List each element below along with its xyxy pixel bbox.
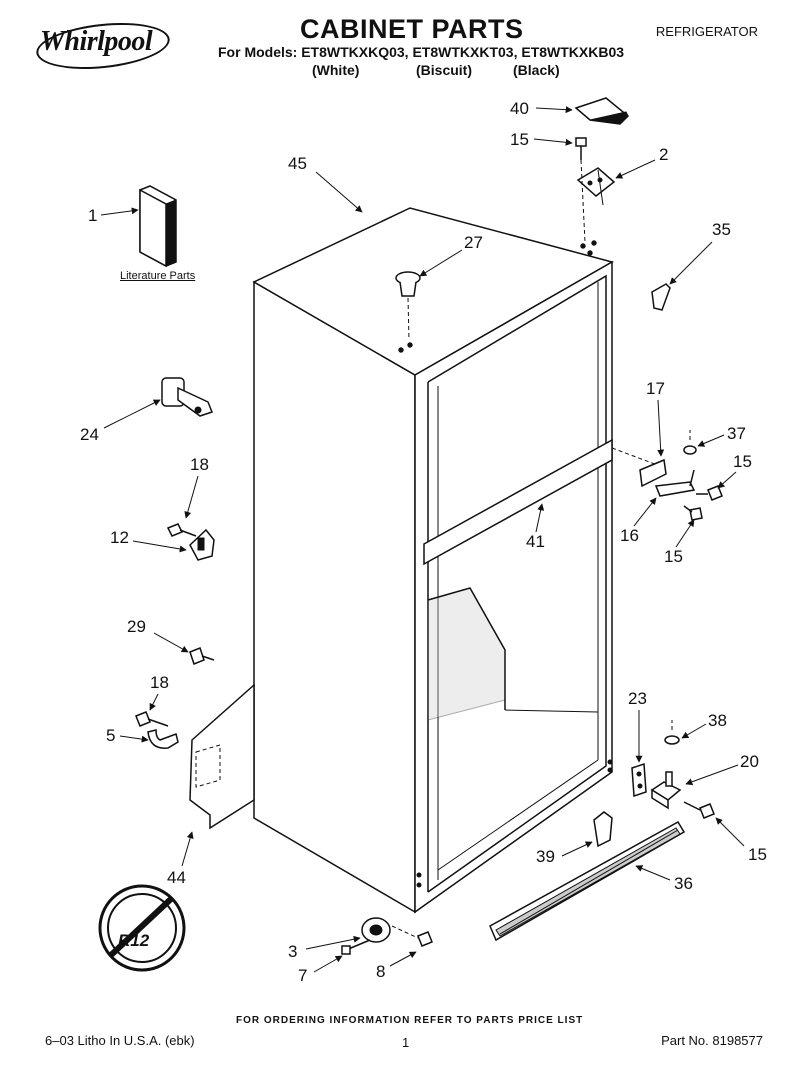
callout-37: 37: [727, 424, 746, 443]
bracket-23: [631, 762, 647, 798]
callout-23: 23: [628, 689, 647, 708]
callout-41: 41: [526, 532, 545, 551]
callout-27: 27: [464, 233, 483, 252]
top-hinge-2: [576, 167, 616, 206]
callout-16: 16: [620, 526, 639, 545]
models-line: For Models: ET8WTKXKQ03, ET8WTKXKT03, ET…: [218, 44, 625, 60]
bottom-hinge-20: [650, 771, 682, 810]
screw-15-middle: [683, 485, 723, 521]
page-title: CABINET PARTS: [300, 14, 524, 44]
brand-logo: Whirlpool: [40, 26, 153, 57]
leader-lines: [100, 106, 745, 973]
callout-36: 36: [674, 874, 693, 893]
washer-38: [664, 735, 680, 745]
cabinet-shell: [189, 207, 614, 914]
side-panel-44: [189, 683, 255, 830]
toe-grille-36: [489, 820, 686, 942]
pin-7: [341, 939, 371, 955]
callout-20: 20: [740, 752, 759, 771]
color-label-white: (White): [312, 62, 360, 78]
callout-29: 29: [127, 617, 146, 636]
bracket-12: [166, 523, 215, 561]
color-label-biscuit: (Biscuit): [416, 62, 472, 78]
ordering-note: FOR ORDERING INFORMATION REFER TO PARTS …: [236, 1015, 584, 1026]
literature-parts-label: Literature Parts: [120, 270, 196, 282]
callout-44: 44: [167, 868, 186, 887]
callout-24: 24: [80, 425, 99, 444]
callout-5: 5: [106, 726, 115, 745]
door-stop-24: [161, 377, 213, 417]
screw-8: [391, 925, 433, 947]
callout-15: 15: [748, 845, 767, 864]
callout-35: 35: [712, 220, 731, 239]
callout-3: 3: [288, 942, 297, 961]
callout-40: 40: [510, 99, 529, 118]
clip-35: [651, 283, 671, 311]
screw-15-top: [575, 137, 587, 243]
callout-7: 7: [298, 966, 307, 985]
callout-39: 39: [536, 847, 555, 866]
center-hinge-16-17: [611, 447, 696, 497]
callout-15: 15: [664, 547, 683, 566]
callout-1: 1: [88, 206, 97, 225]
callout-17: 17: [646, 379, 665, 398]
page-number: 1: [402, 1035, 410, 1050]
callout-15: 15: [733, 452, 752, 471]
appliance-type: REFRIGERATOR: [655, 24, 758, 39]
callout-38: 38: [708, 711, 727, 730]
screw-29: [189, 647, 215, 665]
no-r12-text: R12: [118, 931, 150, 950]
callout-18: 18: [190, 455, 209, 474]
callout-45: 45: [288, 154, 307, 173]
washer-37: [683, 445, 697, 455]
clamp-5: [135, 711, 179, 749]
screw-15-bottom: [683, 801, 715, 819]
callouts: 40 15 2 45 1 27 35 17 24 37 18 15 16 12 …: [80, 99, 767, 985]
callout-18: 18: [150, 673, 169, 692]
color-label-black: (Black): [513, 62, 560, 78]
roller-3: [361, 917, 391, 943]
literature-book: [139, 185, 177, 268]
callout-2: 2: [659, 145, 668, 164]
part-number: Part No. 8198577: [661, 1033, 763, 1048]
callout-8: 8: [376, 962, 385, 981]
callout-12: 12: [110, 528, 129, 547]
bracket-39: [593, 811, 613, 848]
plug-button-27: [395, 271, 421, 341]
no-r12-symbol: [98, 884, 186, 972]
callout-15: 15: [510, 130, 529, 149]
litho-info: 6–03 Litho In U.S.A. (ebk): [45, 1033, 195, 1048]
divider-mullion: [423, 438, 613, 566]
